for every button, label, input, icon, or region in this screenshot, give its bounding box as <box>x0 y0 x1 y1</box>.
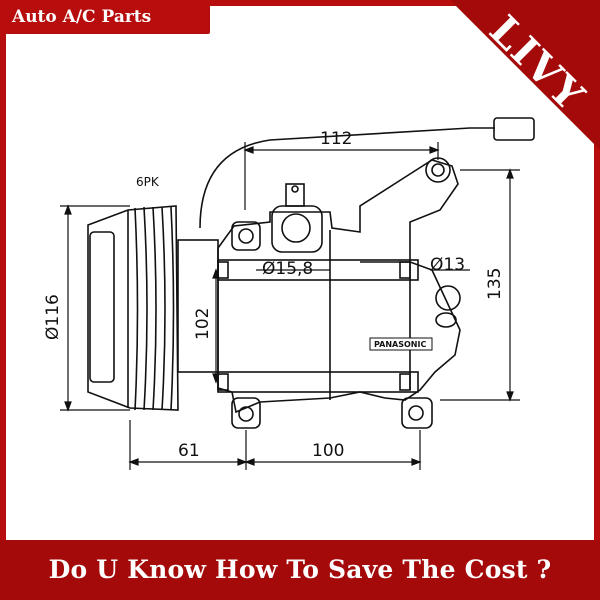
clutch-wire <box>199 127 495 229</box>
lower-bolt-bar <box>217 371 419 393</box>
header-label: Auto A/C Parts <box>0 0 210 34</box>
pulley-hub <box>89 231 115 383</box>
brand-tag-box <box>369 337 433 351</box>
dim-height-right: 135 <box>485 268 505 300</box>
brand-logo: LIVY <box>450 0 600 150</box>
dim-port-small: Ø13 <box>430 255 465 275</box>
logo-triangle <box>450 0 600 150</box>
dim-mount-spacing: 102 <box>193 308 213 340</box>
footer-slogan: Do U Know How To Save The Cost ? <box>0 540 600 600</box>
mount-lug-top <box>231 221 261 251</box>
dim-port-large: Ø15,8 <box>262 259 313 279</box>
dim-pulley-offset: 61 <box>178 441 200 461</box>
port-block <box>271 205 323 253</box>
dim-top-width: 112 <box>320 129 352 149</box>
port-large <box>281 213 311 243</box>
compressor-body <box>217 159 461 414</box>
brand-tag: PANASONIC <box>374 340 426 349</box>
port-small <box>435 285 461 311</box>
belt-label: 6PK <box>136 175 160 189</box>
body-rear <box>360 261 411 390</box>
pulley-grooves <box>127 206 175 411</box>
dim-pulley-diameter: Ø116 <box>43 294 63 340</box>
dim-body-width: 100 <box>312 441 344 461</box>
mount-lug-bottom <box>231 397 261 429</box>
pulley-shaft <box>177 239 219 373</box>
mount-lug-right <box>401 397 433 429</box>
wire-connector <box>493 117 535 141</box>
